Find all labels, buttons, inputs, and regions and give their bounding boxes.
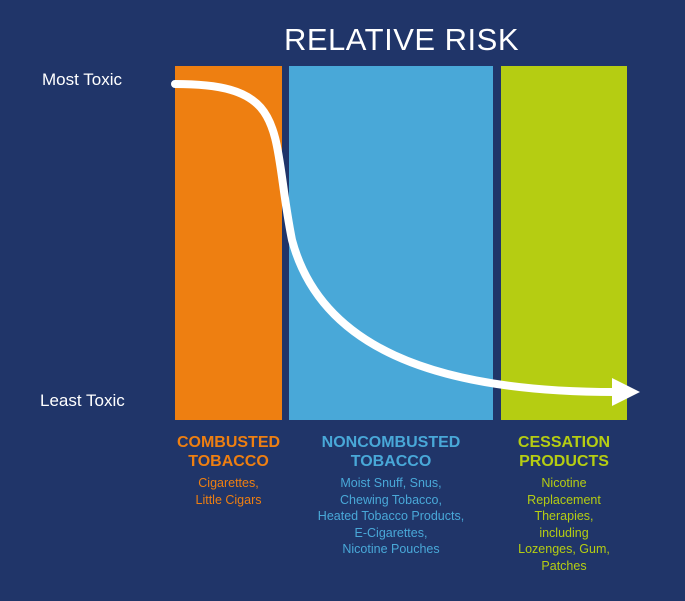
- risk-curve-arrowhead: [612, 378, 640, 406]
- noncombusted-tobacco-bar: [289, 66, 493, 420]
- category-cessation-title: CESSATION PRODUCTS: [517, 434, 611, 470]
- category-cessation: CESSATION PRODUCTS Nicotine Replacement …: [495, 433, 633, 574]
- category-combusted: COMBUSTED TOBACCO Cigarettes, Little Cig…: [165, 433, 292, 508]
- cessation-products-bar: [501, 66, 627, 420]
- category-combusted-description: Cigarettes, Little Cigars: [195, 476, 262, 507]
- category-noncombusted-description: Moist Snuff, Snus, Chewing Tobacco, Heat…: [317, 476, 465, 556]
- combusted-tobacco-bar: [175, 66, 282, 420]
- category-noncombusted-title: NONCOMBUSTED TOBACCO: [321, 434, 461, 470]
- most-toxic-label: Most Toxic: [42, 70, 122, 89]
- category-noncombusted: NONCOMBUSTED TOBACCO Moist Snuff, Snus, …: [300, 433, 482, 558]
- category-cessation-description: Nicotine Replacement Therapies, includin…: [518, 476, 610, 573]
- least-toxic-label: Least Toxic: [40, 391, 125, 410]
- diagram-title: RELATIVE RISK: [283, 22, 520, 57]
- category-combusted-title: COMBUSTED TOBACCO: [176, 434, 281, 470]
- risk-curve-line: [171, 80, 619, 396]
